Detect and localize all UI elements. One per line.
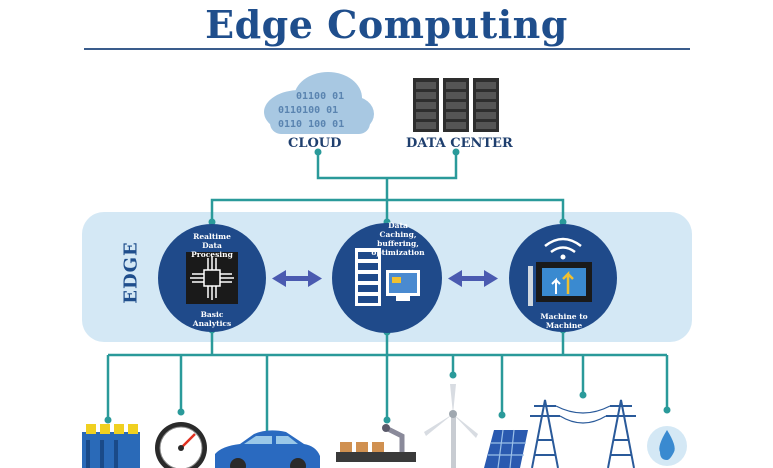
power-pylons-icon — [530, 400, 636, 468]
cloud-icon: 01100 01 0110100 01 0110 100 01 — [264, 72, 374, 134]
cloud-binary-3: 0110 100 01 — [278, 119, 344, 130]
solar-panel-icon — [484, 430, 528, 468]
water-drop-icon — [647, 426, 687, 466]
top-connectors — [212, 152, 563, 222]
node-2-top-text: Data Caching, buffering, optimization — [370, 221, 426, 257]
node-3-bottom-text: Machine to Machine — [540, 312, 588, 330]
cloud-binary-1: 01100 01 — [296, 91, 344, 102]
cloud-binary-2: 0110100 01 — [278, 105, 338, 116]
edge-label: EDGE — [121, 238, 142, 308]
node-1-bottom-text: Basic Analytics — [187, 310, 237, 328]
car-icon — [215, 430, 320, 468]
cloud-label: CLOUD — [288, 136, 341, 151]
speedometer-icon — [155, 422, 207, 468]
data-center-icon — [413, 78, 499, 132]
wind-turbine-icon — [424, 384, 478, 468]
factory-robot-arm-icon — [336, 424, 416, 462]
node-1-top-text: Realtime Data Procesing — [182, 232, 242, 259]
data-center-label: DATA CENTER — [406, 136, 513, 151]
cpu-chip-icon — [186, 252, 238, 304]
battery-pack-icon — [82, 424, 140, 468]
